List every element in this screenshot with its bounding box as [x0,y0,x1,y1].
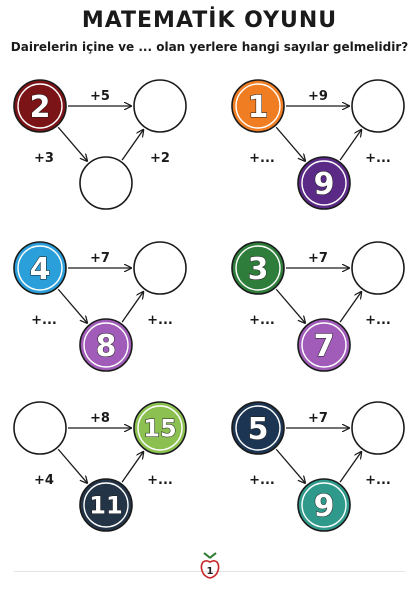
instruction-text: Dairelerin içine ve ... olan yerlere han… [10,40,409,54]
right-operation-label: +... [365,313,391,328]
start-number: 1 [248,90,269,125]
puzzle-6: +7 +... +... 5 9 [231,401,405,532]
bottom-number: 9 [314,167,335,202]
puzzle-2: +9 +... +... 1 9 [231,79,405,210]
bottom-number-circle: 8 [79,318,133,372]
right-operation-label: +... [147,313,173,328]
start-number-circle: 3 [231,241,285,295]
bottom-number: 8 [96,329,117,364]
left-operation-label: +4 [34,473,54,488]
top-operation-label: +8 [90,411,110,426]
top-operation-label: +7 [308,411,328,426]
right-operation-label: +... [365,473,391,488]
page-title: MATEMATİK OYUNU [81,8,338,33]
bottom-number: 11 [89,492,122,520]
right-operation-label: +... [147,473,173,488]
arrow-left [57,126,87,161]
bottom-number-circle: 9 [297,478,351,532]
arrow-left [275,126,305,161]
arrow-right [121,452,143,483]
right-number-circle: 15 [133,401,187,455]
right-number-circle[interactable] [133,79,187,133]
right-number-circle[interactable] [351,241,405,295]
right-number: 15 [143,415,176,443]
start-number: 3 [248,252,269,287]
start-number-circle: 5 [231,401,285,455]
arrow-right [121,292,143,323]
right-operation-label: +... [365,151,391,166]
left-operation-label: +... [249,473,275,488]
apple-logo-icon: 1 [200,552,220,579]
start-number: 5 [248,412,269,447]
arrow-right [339,130,361,161]
start-number-circle: 4 [13,241,67,295]
left-operation-label: +3 [34,151,54,166]
bottom-number: 7 [314,329,335,364]
arrow-left [275,448,305,483]
footer-divider [14,571,405,572]
arrow-left [275,288,305,323]
bottom-number-circle: 11 [79,478,133,532]
bottom-number: 9 [314,489,335,524]
left-operation-label: +... [249,313,275,328]
arrow-left [57,288,87,323]
left-operation-label: +... [31,313,57,328]
puzzle-1: +5 +3 +2 2 [13,79,187,210]
start-number-circle: 2 [13,79,67,133]
left-operation-label: +... [249,151,275,166]
right-operation-label: +2 [150,151,170,166]
start-number-circle: 1 [231,79,285,133]
puzzle-5: +8 +4 +... 15 11 [13,401,187,532]
right-number-circle[interactable] [133,241,187,295]
bottom-number-circle: 7 [297,318,351,372]
arrow-right [339,452,361,483]
top-operation-label: +7 [308,251,328,266]
puzzle-3: +7 +... +... 4 8 [13,241,187,372]
arrow-right [121,130,143,161]
start-number-circle[interactable] [13,401,67,455]
right-number-circle[interactable] [351,401,405,455]
bottom-number-circle: 9 [297,156,351,210]
bottom-number-circle[interactable] [79,156,133,210]
top-operation-label: +9 [308,89,328,104]
start-number: 2 [30,90,51,125]
right-number-circle[interactable] [351,79,405,133]
page-number: 1 [207,566,214,577]
start-number: 4 [30,252,51,287]
arrow-left [57,448,87,483]
top-operation-label: +5 [90,89,110,104]
top-operation-label: +7 [90,251,110,266]
puzzle-4: +7 +... +... 3 7 [231,241,405,372]
arrow-right [339,292,361,323]
